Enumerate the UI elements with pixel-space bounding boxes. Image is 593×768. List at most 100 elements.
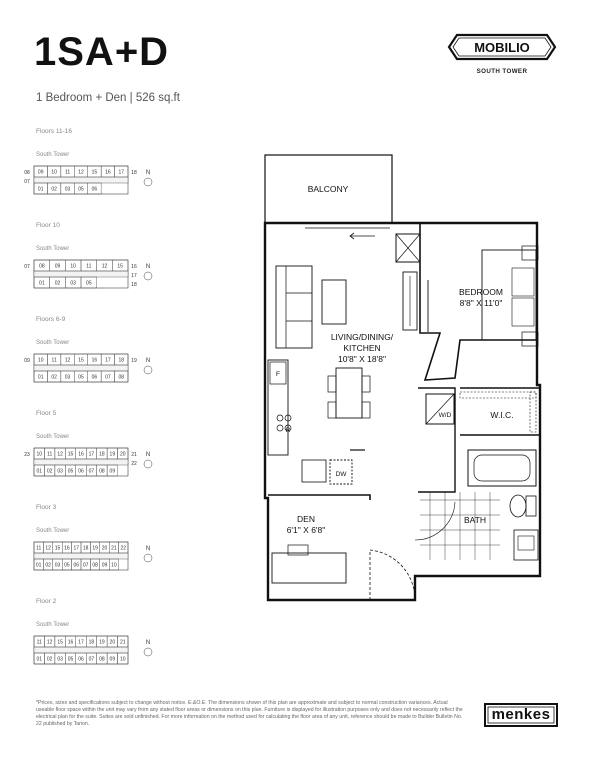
keyplan-unit-number: 07 bbox=[24, 179, 30, 185]
keyplan-unit-number: 12 bbox=[47, 639, 53, 645]
keyplan-unit-cell bbox=[108, 558, 119, 571]
wic-label: W.I.C. bbox=[490, 410, 513, 420]
keyplan-unit-cell bbox=[114, 353, 129, 366]
keyplan-unit-number: 12 bbox=[45, 545, 51, 551]
keyplan-unit-number: 02 bbox=[51, 186, 57, 192]
keyplan-unit-number: 07 bbox=[89, 656, 95, 662]
balcony-label: BALCONY bbox=[308, 184, 349, 194]
keyplan-unit-number: 08 bbox=[119, 374, 125, 380]
compass-icon bbox=[143, 647, 153, 657]
keyplan-unit-number: 06 bbox=[92, 374, 98, 380]
keyplan-unit-number: 12 bbox=[78, 169, 84, 175]
keyplan-unit-cell bbox=[118, 541, 129, 554]
keyplan-unit-number: 03 bbox=[57, 656, 63, 662]
compass-north-label: N bbox=[146, 264, 150, 270]
keyplan-unit-number: 05 bbox=[68, 468, 74, 474]
keyplan-unit-number: 10 bbox=[111, 562, 117, 568]
keyplan-unit-cell bbox=[87, 182, 102, 195]
bathtub bbox=[467, 449, 537, 487]
keyplan-unit-cell bbox=[117, 635, 129, 648]
keyplan-unit-number: 21 bbox=[111, 545, 117, 551]
keyplan-unit-number: 18 bbox=[89, 639, 95, 645]
compass-icon bbox=[143, 553, 153, 563]
bedroom-label: BEDROOM bbox=[459, 287, 503, 297]
keyplan-unit-number: 01 bbox=[39, 280, 45, 286]
keyplan-unit-number: 09 bbox=[24, 358, 30, 364]
keyplan-unit-number: 06 bbox=[78, 468, 84, 474]
keyplan-unit-number: 20 bbox=[120, 451, 126, 457]
keyplan-unit-number: 18 bbox=[131, 170, 137, 176]
keyplan-unit-number: 07 bbox=[105, 374, 111, 380]
compass-icon bbox=[143, 459, 153, 469]
fridge bbox=[269, 361, 287, 385]
keyplan-unit-number: 10 bbox=[120, 656, 126, 662]
keyplan-unit-number: 09 bbox=[110, 656, 116, 662]
keyplan-unit-number: 09 bbox=[110, 468, 116, 474]
keyplan-unit-number: 16 bbox=[92, 357, 98, 363]
keyplan-unit-number: 16 bbox=[68, 639, 74, 645]
keyplan-unit-number: 03 bbox=[65, 186, 71, 192]
vanity bbox=[513, 529, 539, 561]
keyplan-unit-cell bbox=[117, 447, 129, 460]
keyplan-unit-number: 03 bbox=[55, 562, 61, 568]
keyplan-unit-number: 01 bbox=[38, 374, 44, 380]
keyplan-unit-number: 19 bbox=[131, 358, 137, 364]
keyplan-unit-number: 16 bbox=[131, 264, 137, 270]
brand-name: MOBILIO bbox=[474, 40, 530, 55]
keyplan-unit-number: 10 bbox=[36, 451, 42, 457]
builder-name: menkes bbox=[491, 706, 551, 723]
compass-north-label: N bbox=[146, 546, 150, 552]
keyplan-floor-label: Floors 6-9 bbox=[36, 316, 66, 323]
keyplan-unit-number: 10 bbox=[51, 169, 57, 175]
keyplan-unit-number: 02 bbox=[55, 280, 61, 286]
keyplan-unit-number: 01 bbox=[36, 468, 42, 474]
keyplan-unit-number: 17 bbox=[89, 451, 95, 457]
living-label-line1: LIVING/DINING/ bbox=[331, 332, 394, 342]
den-dims: 6'1" X 6'8" bbox=[287, 525, 326, 535]
compass-north-label: N bbox=[146, 452, 150, 458]
keyplan-unit-cell bbox=[117, 652, 129, 665]
keyplan-unit-number: 12 bbox=[102, 263, 108, 269]
bedroom-dims: 8'8" X 11'0" bbox=[460, 298, 503, 308]
keyplan-unit-number: 09 bbox=[102, 562, 108, 568]
keyplan-unit-number: 08 bbox=[24, 170, 30, 176]
keyplan-unit-number: 08 bbox=[99, 656, 105, 662]
dishwasher-label: DW bbox=[336, 471, 348, 478]
entry-door-swing bbox=[369, 549, 416, 601]
keyplan-unit-cell bbox=[114, 370, 129, 383]
keyplan-unit-cell bbox=[114, 165, 129, 178]
keyplan-unit-number: 10 bbox=[38, 357, 44, 363]
keyplan-unit-number: 11 bbox=[86, 263, 91, 269]
keyplan-unit-number: 02 bbox=[45, 562, 51, 568]
keyplan-floor-label: Floor 5 bbox=[36, 410, 57, 417]
keyplan-unit-number: 18 bbox=[99, 451, 105, 457]
keyplan-unit-number: 16 bbox=[105, 169, 111, 175]
keyplan-unit-number: 05 bbox=[64, 562, 70, 568]
keyplan-unit-cell bbox=[106, 464, 118, 477]
keyplan-tower-label: South Tower bbox=[36, 340, 70, 346]
keyplan-floor-label: Floors 11-16 bbox=[36, 128, 73, 135]
keyplan-unit-number: 22 bbox=[131, 461, 137, 467]
unit-subtitle: 1 Bedroom + Den | 526 sq.ft bbox=[36, 92, 180, 104]
toilet bbox=[509, 494, 527, 518]
keyplan-unit-number: 11 bbox=[37, 639, 42, 645]
keyplan-unit-number: 11 bbox=[52, 357, 57, 363]
keyplan-unit-number: 08 bbox=[92, 562, 98, 568]
keyplan-unit-number: 16 bbox=[78, 451, 84, 457]
brand-tower: SOUTH TOWER bbox=[476, 68, 528, 75]
keyplan-unit-number: 03 bbox=[70, 280, 76, 286]
menkes-logo bbox=[484, 703, 558, 727]
keyplan-unit-number: 19 bbox=[99, 639, 105, 645]
keyplan-unit-number: 17 bbox=[105, 357, 111, 363]
keyplan-floor-label: Floor 3 bbox=[36, 504, 57, 511]
keyplan-unit-number: 15 bbox=[92, 169, 98, 175]
unit-title: 1SA+D bbox=[34, 30, 170, 74]
keyplan-unit-number: 17 bbox=[78, 639, 84, 645]
bed bbox=[481, 249, 537, 341]
keyplan-unit-number: 12 bbox=[65, 357, 71, 363]
keyplan-unit-number: 17 bbox=[119, 169, 125, 175]
keyplan-tower-label: South Tower bbox=[36, 622, 70, 628]
keyplan-tower-label: South Tower bbox=[36, 528, 70, 534]
